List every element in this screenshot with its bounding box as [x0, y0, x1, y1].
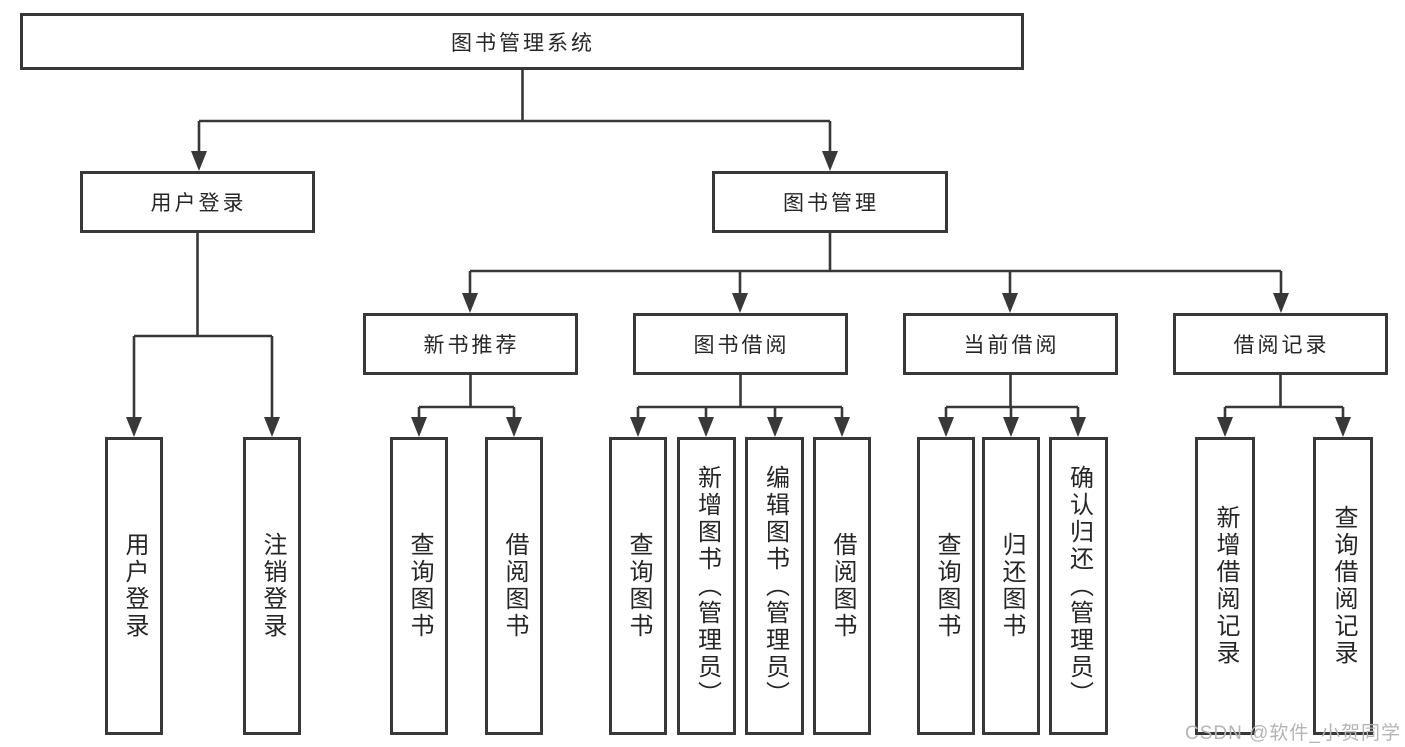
leaf-query-books-borrow: 查询图书 — [609, 437, 667, 735]
node-label: 注销登录 — [259, 532, 286, 640]
leaf-query-books-current: 查询图书 — [917, 437, 975, 735]
leaf-logout: 注销登录 — [243, 437, 301, 735]
node-label: 用户登录 — [121, 532, 148, 640]
node-current-borrow: 当前借阅 — [903, 313, 1118, 375]
leaf-add-book-admin: 新增图书（管理员） — [677, 437, 736, 735]
csdn-watermark: CSDN @软件_小贺同学 — [1185, 723, 1401, 744]
node-label: 借阅图书 — [829, 532, 856, 640]
leaf-borrow-books: 借阅图书 — [813, 437, 871, 735]
node-borrow-records: 借阅记录 — [1173, 313, 1388, 375]
node-label: 归还图书 — [998, 532, 1025, 640]
leaf-return-book: 归还图书 — [982, 437, 1040, 735]
node-label: 图书管理 — [783, 192, 879, 215]
node-root: 图书管理系统 — [20, 13, 1024, 70]
node-label: 图书借阅 — [693, 334, 790, 357]
node-book-management: 图书管理 — [712, 171, 948, 233]
node-new-book-recommend: 新书推荐 — [363, 313, 578, 375]
node-label: 借阅图书 — [501, 532, 528, 640]
node-label: 新书推荐 — [423, 334, 520, 357]
node-label: 当前借阅 — [963, 334, 1060, 357]
leaf-edit-book-admin: 编辑图书（管理员） — [745, 437, 804, 735]
leaf-user-login: 用户登录 — [105, 437, 163, 735]
node-label: 查询图书 — [933, 532, 960, 640]
node-label: 借阅记录 — [1233, 334, 1330, 357]
node-book-borrow: 图书借阅 — [633, 313, 848, 375]
leaf-confirm-return-admin: 确认归还（管理员） — [1049, 437, 1108, 735]
node-label: 编辑图书（管理员） — [761, 464, 789, 708]
node-label: 查询图书 — [625, 532, 652, 640]
node-label: 查询图书 — [406, 532, 433, 640]
leaf-query-books-recommend: 查询图书 — [390, 437, 448, 735]
leaf-query-borrow-record: 查询借阅记录 — [1313, 437, 1373, 735]
leaf-add-borrow-record: 新增借阅记录 — [1195, 437, 1255, 735]
leaf-borrow-books-recommend: 借阅图书 — [485, 437, 543, 735]
node-label: 确认归还（管理员） — [1065, 464, 1093, 708]
node-label: 新增图书（管理员） — [693, 464, 721, 708]
node-label: 图书管理系统 — [451, 31, 595, 55]
node-user-login: 用户登录 — [80, 171, 315, 233]
node-label: 查询借阅记录 — [1330, 505, 1357, 667]
node-label: 用户登录 — [150, 192, 247, 215]
node-label: 新增借阅记录 — [1212, 505, 1239, 667]
